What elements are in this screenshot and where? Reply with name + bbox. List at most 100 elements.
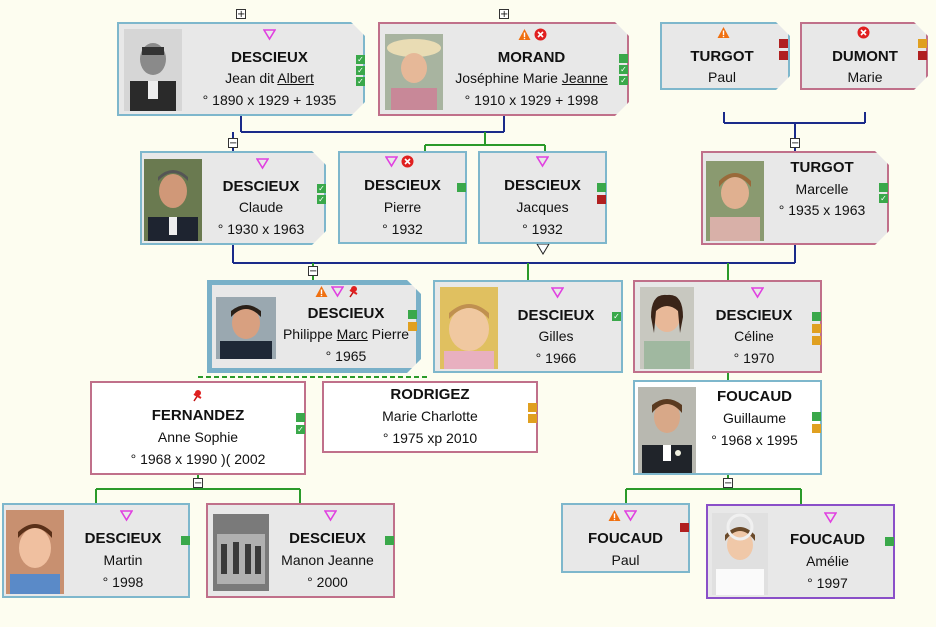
life-dates: ° 1998: [102, 574, 144, 590]
person-card-amelie[interactable]: FOUCAUD Amélie ° 1997: [706, 504, 895, 599]
person-card-marie-charlotte[interactable]: RODRIGEZ Marie Charlotte ° 1975 xp 2010: [322, 381, 538, 453]
expand-down-icon[interactable]: [536, 243, 550, 255]
surname: DESCIEUX: [307, 305, 385, 322]
life-dates: ° 1910 x 1929 + 1998: [464, 92, 599, 108]
life-dates: ° 1966: [535, 350, 577, 366]
surname: DESCIEUX: [84, 530, 162, 547]
life-dates: ° 2000: [307, 574, 348, 590]
gender-triangle-icon: [824, 512, 837, 524]
person-photo: [712, 513, 768, 595]
surname: FOUCAUD: [790, 531, 865, 548]
given-names: Manon Jeanne: [281, 552, 374, 568]
person-card-foucaud-paul[interactable]: FOUCAUD Paul: [561, 503, 690, 573]
surname: FERNANDEZ: [151, 407, 245, 424]
given-names: Philippe Marc Pierre: [282, 326, 410, 342]
surname: DESCIEUX: [231, 49, 308, 66]
status-flag: [918, 39, 927, 48]
life-dates: ° 1970: [733, 350, 775, 366]
surname: DESCIEUX: [364, 177, 441, 194]
gender-triangle-icon: [120, 510, 133, 522]
status-flag: [296, 413, 305, 422]
error-icon: [534, 28, 547, 41]
given-names: Jacques: [516, 199, 569, 215]
given-names: Gilles: [538, 328, 574, 344]
person-card-gilles[interactable]: DESCIEUX Gilles ° 1966 ✓: [433, 280, 623, 373]
gender-triangle-icon: [551, 287, 564, 299]
person-card-anne[interactable]: FERNANDEZ Anne Sophie ° 1968 x 1990 )( 2…: [90, 381, 306, 475]
surname: TURGOT: [690, 48, 754, 65]
status-flag: [528, 414, 537, 423]
status-flag: [779, 39, 788, 48]
life-dates: ° 1932: [382, 221, 423, 237]
collapse-toggle-guillaume-family[interactable]: −: [723, 478, 733, 489]
pin-icon: [193, 390, 202, 402]
gender-triangle-icon: [751, 287, 764, 299]
person-card-celine[interactable]: DESCIEUX Céline ° 1970: [633, 280, 822, 373]
gender-triangle-icon: [385, 156, 398, 168]
status-flag: [885, 537, 894, 546]
surname: MORAND: [497, 49, 566, 66]
given-names: Claude: [238, 199, 284, 215]
status-flag: [779, 51, 788, 60]
person-card-manon[interactable]: DESCIEUX Manon Jeanne ° 2000: [206, 503, 395, 598]
status-flag: [879, 183, 888, 192]
given-names: Joséphine Marie Jeanne: [455, 70, 608, 86]
expand-toggle-josephine[interactable]: +: [499, 9, 509, 20]
given-names: Guillaume: [722, 410, 787, 426]
check-icon: ✓: [612, 312, 621, 321]
person-card-turgot-paul[interactable]: TURGOT Paul: [660, 22, 790, 90]
given-names: Marie: [847, 69, 883, 85]
collapse-toggle-philippe-family[interactable]: −: [193, 478, 203, 489]
person-photo: [213, 514, 269, 591]
status-flag: [457, 183, 466, 192]
surname: FOUCAUD: [588, 530, 663, 547]
given-names: Marie Charlotte: [382, 408, 478, 424]
person-photo: [440, 287, 498, 369]
person-photo: [385, 34, 443, 110]
given-names: Anne Sophie: [157, 429, 239, 445]
life-dates: ° 1997: [807, 575, 848, 591]
person-card-philippe[interactable]: DESCIEUX Philippe Marc Pierre ° 1965: [207, 280, 421, 373]
check-icon: ✓: [296, 425, 305, 434]
gender-triangle-icon: [324, 510, 337, 522]
person-card-josephine[interactable]: MORAND Joséphine Marie Jeanne ° 1910 x 1…: [378, 22, 629, 116]
surname: DESCIEUX: [504, 177, 581, 194]
expand-toggle-albert[interactable]: +: [236, 9, 246, 20]
gender-triangle-icon: [536, 156, 549, 168]
collapse-toggle-claude-family[interactable]: −: [308, 266, 318, 277]
person-card-guillaume[interactable]: FOUCAUD Guillaume ° 1968 x 1995: [633, 380, 822, 475]
warning-icon: [518, 28, 531, 41]
life-dates: ° 1890 x 1929 + 1935: [202, 92, 337, 108]
status-flag: [812, 412, 821, 421]
surname: DESCIEUX: [289, 530, 366, 547]
status-flag: [812, 336, 821, 345]
person-card-albert[interactable]: DESCIEUX Jean dit Albert ° 1890 x 1929 +…: [117, 22, 365, 116]
person-card-martin[interactable]: DESCIEUX Martin ° 1998: [2, 503, 190, 598]
person-card-dumont[interactable]: DUMONT Marie: [800, 22, 928, 90]
person-card-claude[interactable]: DESCIEUX Claude ° 1930 x 1963 ✓ ✓: [140, 151, 326, 245]
collapse-toggle-albert-family[interactable]: −: [228, 138, 238, 149]
gender-triangle-icon: [263, 28, 276, 41]
status-flag: [680, 523, 689, 532]
person-card-pierre[interactable]: DESCIEUX Pierre ° 1932: [338, 151, 467, 244]
status-flag: [385, 536, 394, 545]
status-flag: [528, 403, 537, 412]
collapse-toggle-turgot-family[interactable]: −: [790, 138, 800, 149]
error-icon: [401, 155, 414, 168]
person-photo: [706, 161, 764, 241]
given-names: Céline: [734, 328, 774, 344]
check-icon: ✓: [620, 76, 627, 85]
warning-icon: [717, 26, 730, 39]
status-flag: [918, 51, 927, 60]
person-card-marcelle[interactable]: TURGOT Marcelle ° 1935 x 1963 ✓: [701, 151, 889, 245]
status-flag: [812, 312, 821, 321]
given-names: Pierre: [383, 199, 422, 215]
life-dates: ° 1968 x 1990 )( 2002: [130, 451, 266, 467]
status-flag: [408, 322, 417, 331]
person-card-jacques[interactable]: DESCIEUX Jacques ° 1932: [478, 151, 607, 244]
given-names: Marcelle: [795, 181, 849, 197]
check-icon: ✓: [318, 184, 325, 193]
life-dates: ° 1932: [522, 221, 563, 237]
surname: DESCIEUX: [715, 307, 793, 324]
surname: DUMONT: [832, 48, 898, 65]
